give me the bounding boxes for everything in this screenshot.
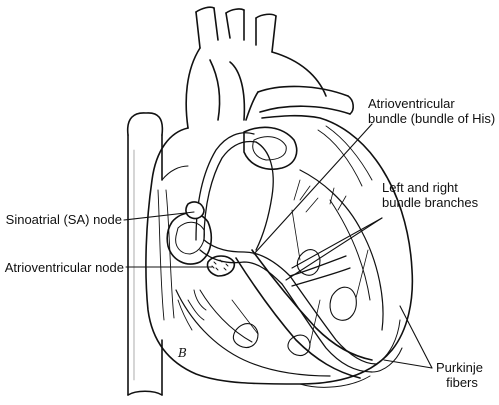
- leader-branch-left: [291, 217, 383, 269]
- leader-bundle-his: [253, 123, 373, 255]
- label-bundle-branches-line-1: Left and right: [382, 180, 458, 195]
- sa-node-marker: [185, 201, 205, 220]
- label-purkinje-fibers: Purkinje fibers: [436, 360, 488, 390]
- nodes: [185, 201, 236, 277]
- artist-signature: B: [177, 346, 187, 360]
- label-purkinje-fibers-line-2: fibers: [446, 375, 478, 390]
- ventricles: [175, 169, 384, 379]
- heart-outline: [145, 114, 414, 388]
- leader-sa-node: [123, 211, 195, 221]
- label-bundle-branches-line-2: bundle branches: [382, 195, 479, 210]
- leader-purkinje-b: [383, 359, 433, 369]
- label-purkinje-fibers-line-1: Purkinje: [436, 360, 483, 375]
- papillary-muscles: [231, 179, 369, 357]
- label-bundle-of-his-line-1: Atrioventricular: [368, 96, 455, 111]
- label-av-node: Atrioventricular node: [4, 260, 124, 275]
- vena-cava: [126, 112, 164, 396]
- label-bundle-of-his-line-2: bundle (bundle of His): [368, 111, 496, 126]
- aorta: [185, 6, 327, 129]
- label-sa-node: Sinoatrial (SA) node: [5, 212, 122, 227]
- leader-purkinje-a: [399, 305, 433, 369]
- leader-lines: [123, 123, 433, 369]
- av-node-marker: [206, 255, 236, 277]
- pulmonary-artery: [245, 85, 354, 121]
- label-bundle-branches: Left and right bundle branches: [382, 180, 478, 210]
- interior-details: [157, 125, 373, 331]
- leader-branch-right: [285, 217, 383, 281]
- label-bundle-of-his: Atrioventricular bundle (bundle of His): [368, 96, 495, 126]
